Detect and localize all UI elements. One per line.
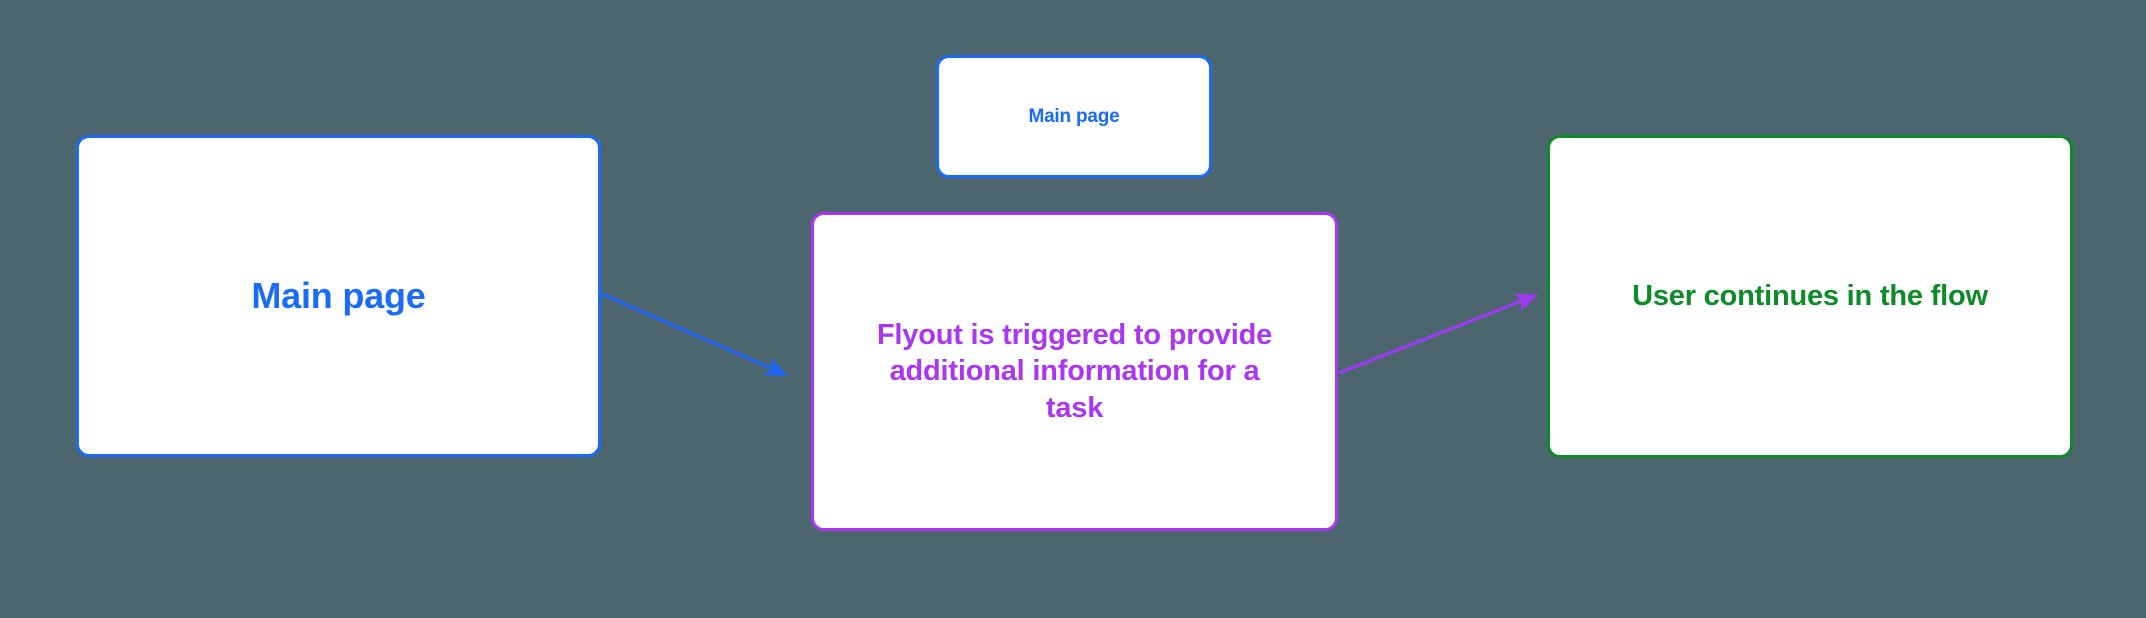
connector-main-page-to-flyout (601, 292, 789, 376)
node-main-page-label: Main page (251, 275, 426, 317)
node-main-page[interactable]: Main page (76, 135, 601, 457)
node-user-continues-label: User continues in the flow (1632, 280, 1988, 313)
node-main-page-small-label: Main page (1028, 105, 1120, 127)
node-flyout[interactable]: Flyout is triggered to provide additiona… (811, 212, 1338, 531)
node-main-page-small[interactable]: Main page (936, 55, 1212, 178)
connector-flyout-to-user-continues (1338, 293, 1539, 375)
node-flyout-label: Flyout is triggered to provide additiona… (876, 318, 1273, 424)
node-user-continues[interactable]: User continues in the flow (1547, 135, 2073, 458)
